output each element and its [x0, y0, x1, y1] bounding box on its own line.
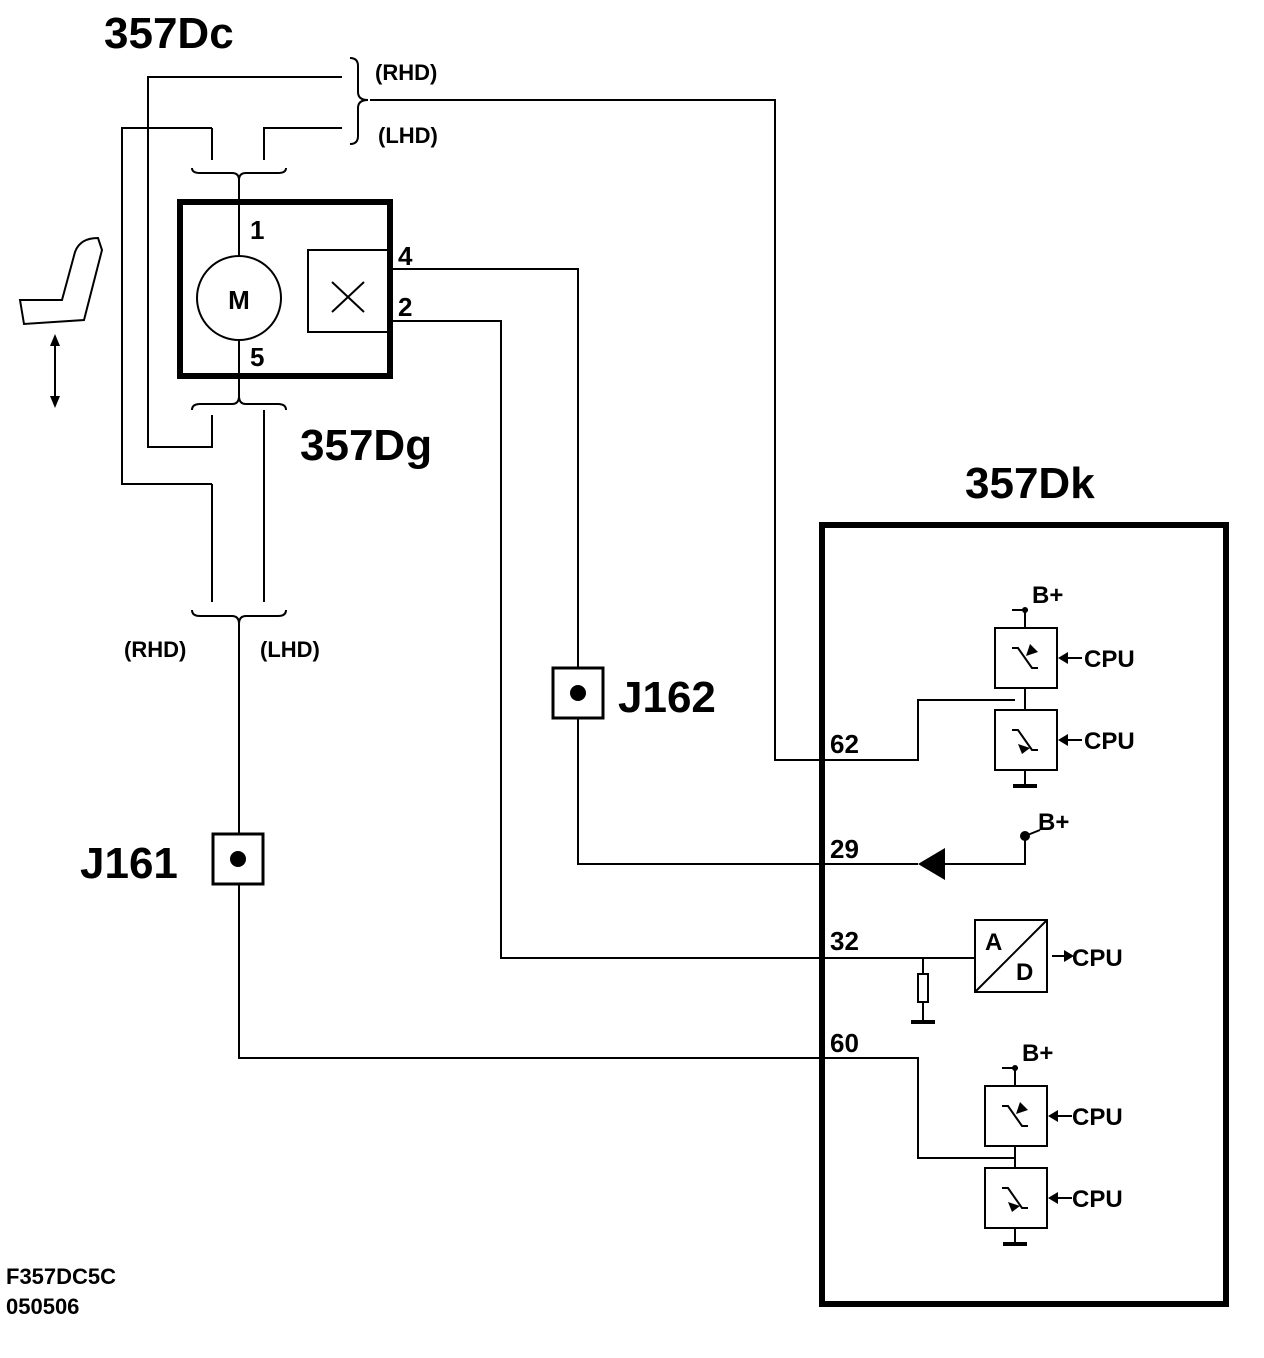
- cpu-arrow-2: [1058, 734, 1068, 746]
- switch-arrow-1: [1026, 644, 1038, 656]
- label-rhd-bottom: (RHD): [124, 637, 186, 662]
- cpu-arrow-ad: [1064, 950, 1074, 962]
- sensor-pin-4: 4: [398, 241, 413, 271]
- switch-arrow-4: [1008, 1202, 1020, 1212]
- pin-32: 32: [830, 926, 859, 956]
- seat-module-box: [177, 199, 393, 379]
- seat-icon: [18, 236, 104, 326]
- ad-converter: [974, 919, 1048, 993]
- wire-pin2-to-pin32: [388, 320, 975, 959]
- brace-lower: [191, 609, 287, 625]
- cpu-label-3: CPU: [1072, 1104, 1123, 1131]
- switch-symbol-2: [1012, 729, 1038, 751]
- sensor-cross-b: [331, 281, 365, 313]
- brace-bottom-module: [191, 395, 287, 411]
- brace-top-module: [191, 167, 287, 181]
- motor-pin-5: 5: [250, 342, 264, 372]
- footer-code: F357DC5C: [6, 1264, 116, 1289]
- bplus-upper: B+: [1032, 582, 1063, 609]
- label-rhd-top: (RHD): [375, 60, 437, 85]
- cpu-label-ad: CPU: [1072, 945, 1123, 972]
- position-sensor-box: [307, 249, 389, 333]
- switch-arrow-2: [1018, 744, 1030, 754]
- resistor-icon: [917, 973, 929, 1003]
- cpu-label-1: CPU: [1084, 646, 1135, 673]
- bplus-node-upper: [1022, 607, 1028, 613]
- ad-label-d: D: [1016, 959, 1033, 986]
- ad-label-a: A: [985, 929, 1002, 956]
- bplus-pin29: B+: [1038, 809, 1069, 836]
- wire-to-pin62: [370, 99, 1015, 761]
- wire-to-pin60: [238, 884, 1015, 1159]
- wire-lhd-route: [121, 127, 212, 485]
- bplus-stub-29: [1024, 829, 1041, 837]
- ad-diagonal: [974, 919, 1048, 993]
- bplus-lower: B+: [1022, 1040, 1053, 1067]
- cpu-label-2: CPU: [1084, 728, 1135, 755]
- cpu-label-4: CPU: [1072, 1186, 1123, 1213]
- label-357dg: 357Dg: [300, 421, 432, 470]
- switch-symbol-3: [1002, 1105, 1028, 1127]
- pin-62: 62: [830, 729, 859, 759]
- pin-60: 60: [830, 1028, 859, 1058]
- cpu-arrow-1: [1058, 652, 1068, 664]
- switch-symbol-1: [1012, 647, 1038, 669]
- label-357dk: 357Dk: [965, 459, 1095, 508]
- motor-pin-1: 1: [250, 215, 264, 245]
- variant-brace-top: [349, 57, 369, 145]
- switch-symbol-4: [1002, 1187, 1028, 1209]
- label-lhd-bottom: (LHD): [260, 637, 320, 662]
- arrow-down-head: [50, 396, 60, 408]
- wire-lhd-top: [263, 127, 342, 160]
- arrow-up-head: [50, 334, 60, 346]
- wire-j162-to-pin29: [577, 718, 918, 865]
- pin-29: 29: [830, 834, 859, 864]
- switch-arrow-3: [1016, 1102, 1028, 1114]
- wire-pin4-to-j162: [388, 268, 579, 668]
- cpu-arrow-4: [1048, 1192, 1058, 1204]
- pin29-bplus-wire: [945, 836, 1026, 865]
- motor-label: M: [228, 285, 250, 315]
- j162-pin-dot: [570, 685, 586, 701]
- control-unit-box: [819, 522, 1229, 1307]
- bplus-node-lower: [1012, 1065, 1018, 1071]
- wire-rhd-top: [147, 76, 342, 448]
- label-lhd-top: (LHD): [378, 123, 438, 148]
- label-j162: J162: [618, 673, 716, 722]
- label-357dc: 357Dc: [104, 9, 234, 58]
- footer-date: 050506: [6, 1294, 79, 1319]
- sensor-pin-2: 2: [398, 292, 412, 322]
- label-j161: J161: [80, 839, 178, 888]
- j161-pin-dot: [230, 851, 246, 867]
- diode-icon: [918, 848, 945, 880]
- cpu-arrow-3: [1048, 1110, 1058, 1122]
